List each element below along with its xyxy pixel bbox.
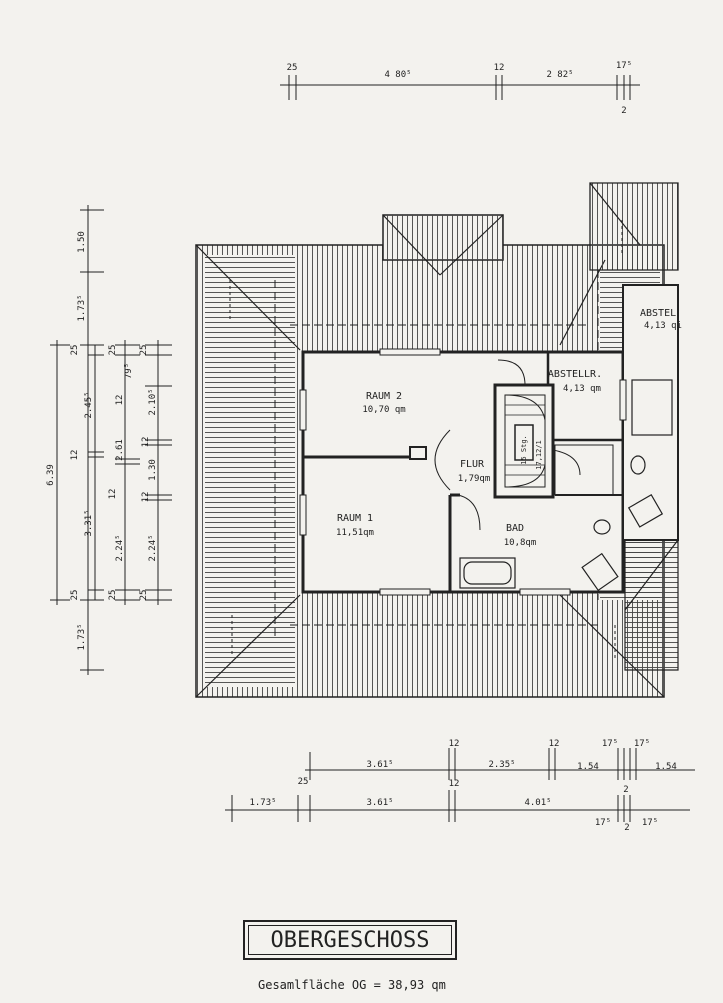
roof-outline: [195, 182, 679, 698]
dim-bottom2-175a: 17⁵: [595, 818, 611, 828]
dim-bottom-12b: 12: [549, 739, 560, 749]
dim-mid-25-top: 25: [70, 345, 80, 356]
dim-left-150: 1.50: [77, 231, 87, 253]
dim-left-1735-top: 1.73⁵: [77, 294, 87, 321]
dim-in2-130: 1.30: [148, 459, 158, 481]
dim-top-25: 25: [287, 63, 298, 73]
dim-inner-2245: 2.24⁵: [115, 534, 125, 561]
doors: [434, 359, 581, 531]
top-dimension-line: [280, 75, 640, 100]
dim-bottom2-4015: 4.01⁵: [524, 798, 551, 808]
dim-in2-12b: 12: [141, 492, 151, 503]
dim-bottom-3615a: 3.61⁵: [366, 760, 393, 770]
room-abstel-name: ABSTEL: [640, 308, 676, 319]
dim-bottom2-175b: 17⁵: [642, 818, 658, 828]
dim-bottom-154a: 1.54: [577, 762, 599, 772]
room-bad-name: BAD: [506, 523, 524, 534]
dim-bottom2-12: 12: [449, 779, 460, 789]
dim-in2-2245: 2.24⁵: [148, 534, 158, 561]
dim-in2-25-bottom: 25: [139, 590, 149, 601]
room-flur-area: 1,79qm: [458, 474, 491, 484]
room-raum1-area: 11,51qm: [336, 528, 374, 538]
dim-bottom-2355: 2.35⁵: [488, 760, 515, 770]
room-raum2-area: 10,70 qm: [362, 405, 405, 415]
dim-in2-25-top: 25: [139, 345, 149, 356]
dim-bottom2-3615: 3.61⁵: [366, 798, 393, 808]
dim-left-639: 6.39: [46, 464, 56, 486]
dim-mid-12: 12: [70, 450, 80, 461]
stair-label-ratio: 17,12/1: [535, 440, 543, 470]
dim-left-1735-bottom: 1.73⁵: [77, 623, 87, 650]
dim-bottom-154b: 1.54: [655, 762, 677, 772]
dim-bottom-12a: 12: [449, 739, 460, 749]
dim-top-175: 17⁵: [616, 61, 632, 71]
dim-mid-3315: 3.31⁵: [84, 509, 94, 536]
plan-title-box: OBERGESCHOSS: [243, 920, 457, 960]
dim-in2-795: 79⁵: [124, 363, 134, 379]
dim-bottom2-2b: 2: [624, 823, 629, 833]
room-raum2-name: RAUM 2: [366, 391, 402, 402]
dim-in2-2105: 2.10⁵: [148, 388, 158, 415]
dim-top-12: 12: [494, 63, 505, 73]
dim-inner-12b: 12: [108, 489, 118, 500]
total-area: Gesamlfläche OG = 38,93 qm: [258, 978, 446, 992]
dim-mid-25-bottom: 25: [70, 590, 80, 601]
dim-inner-261: 2.61: [115, 439, 125, 461]
dim-bottom2-2: 2: [623, 785, 628, 795]
bottom-dimension-lines: [225, 748, 695, 822]
stair-label-steps: 15 Stg.: [520, 435, 528, 465]
room-flur-name: FLUR: [460, 459, 485, 470]
room-raum1-name: RAUM 1: [337, 513, 373, 524]
dim-inner-12: 12: [115, 395, 125, 406]
dim-top-2: 2: [621, 106, 626, 116]
dim-bottom-175b: 17⁵: [634, 739, 650, 749]
dim-bottom2-1735: 1.73⁵: [249, 798, 276, 808]
room-bad-area: 10,8qm: [504, 538, 537, 548]
room-abstellr-area: 4,13 qm: [563, 384, 601, 394]
dim-inner-25-bottom: 25: [108, 590, 118, 601]
interior-walls: [299, 284, 679, 596]
dim-bottom-175a: 17⁵: [602, 739, 618, 749]
dim-inner-25-top: 25: [108, 345, 118, 356]
room-abstel-area: 4,13 qi: [644, 321, 682, 331]
dim-bottom2-25: 25: [298, 777, 309, 787]
dim-top-282: 2 82⁵: [546, 70, 573, 80]
dim-in2-12: 12: [141, 437, 151, 448]
plan-title: OBERGESCHOSS: [270, 927, 430, 953]
bathroom-fixtures: [459, 379, 673, 592]
staircase: [493, 383, 555, 499]
room-abstellr-name: ABSTELLR.: [548, 369, 602, 380]
left-dimension-lines: [50, 205, 172, 675]
dim-mid-2455: 2.45⁵: [84, 391, 94, 418]
dim-top-480: 4 80⁵: [384, 70, 411, 80]
